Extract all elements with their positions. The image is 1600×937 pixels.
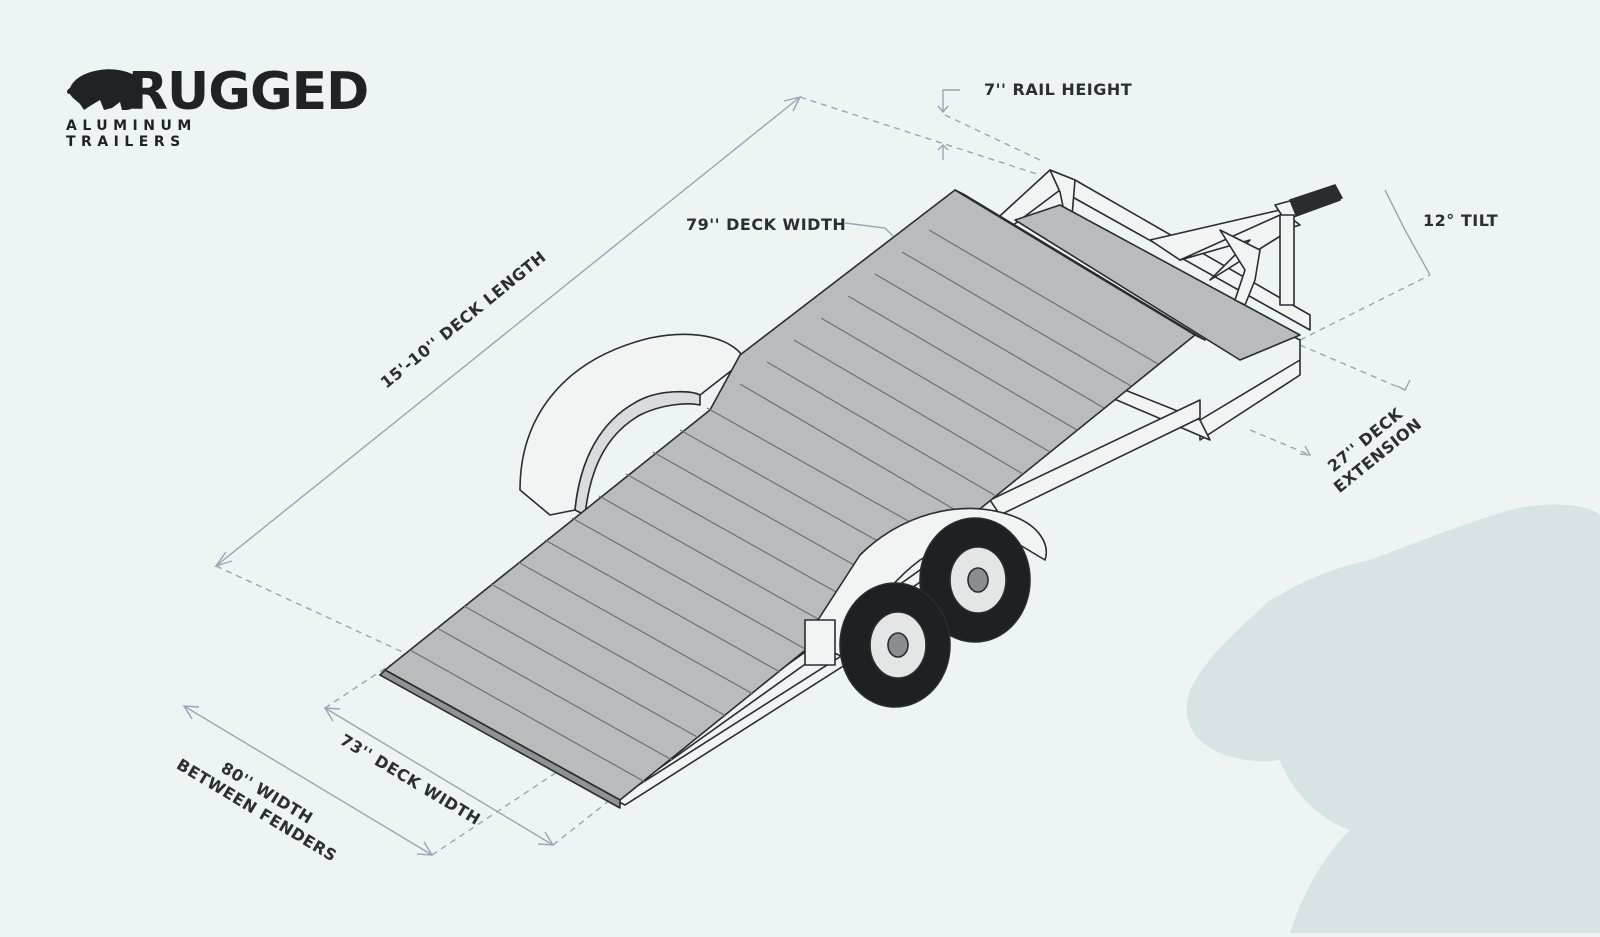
tilt-label: 12° TILT	[1423, 211, 1499, 230]
deck-width-top-label: 79'' DECK WIDTH	[686, 215, 847, 234]
trailer	[379, 169, 1343, 809]
bear-watermark	[1186, 504, 1600, 933]
brand-tagline: ALUMINUM TRAILERS	[66, 118, 197, 150]
brand-name: RUGGED	[128, 62, 369, 122]
dimension-lines	[182, 89, 1431, 856]
rail-height-label: 7'' RAIL HEIGHT	[984, 80, 1133, 99]
bear-logo-icon	[67, 69, 140, 110]
